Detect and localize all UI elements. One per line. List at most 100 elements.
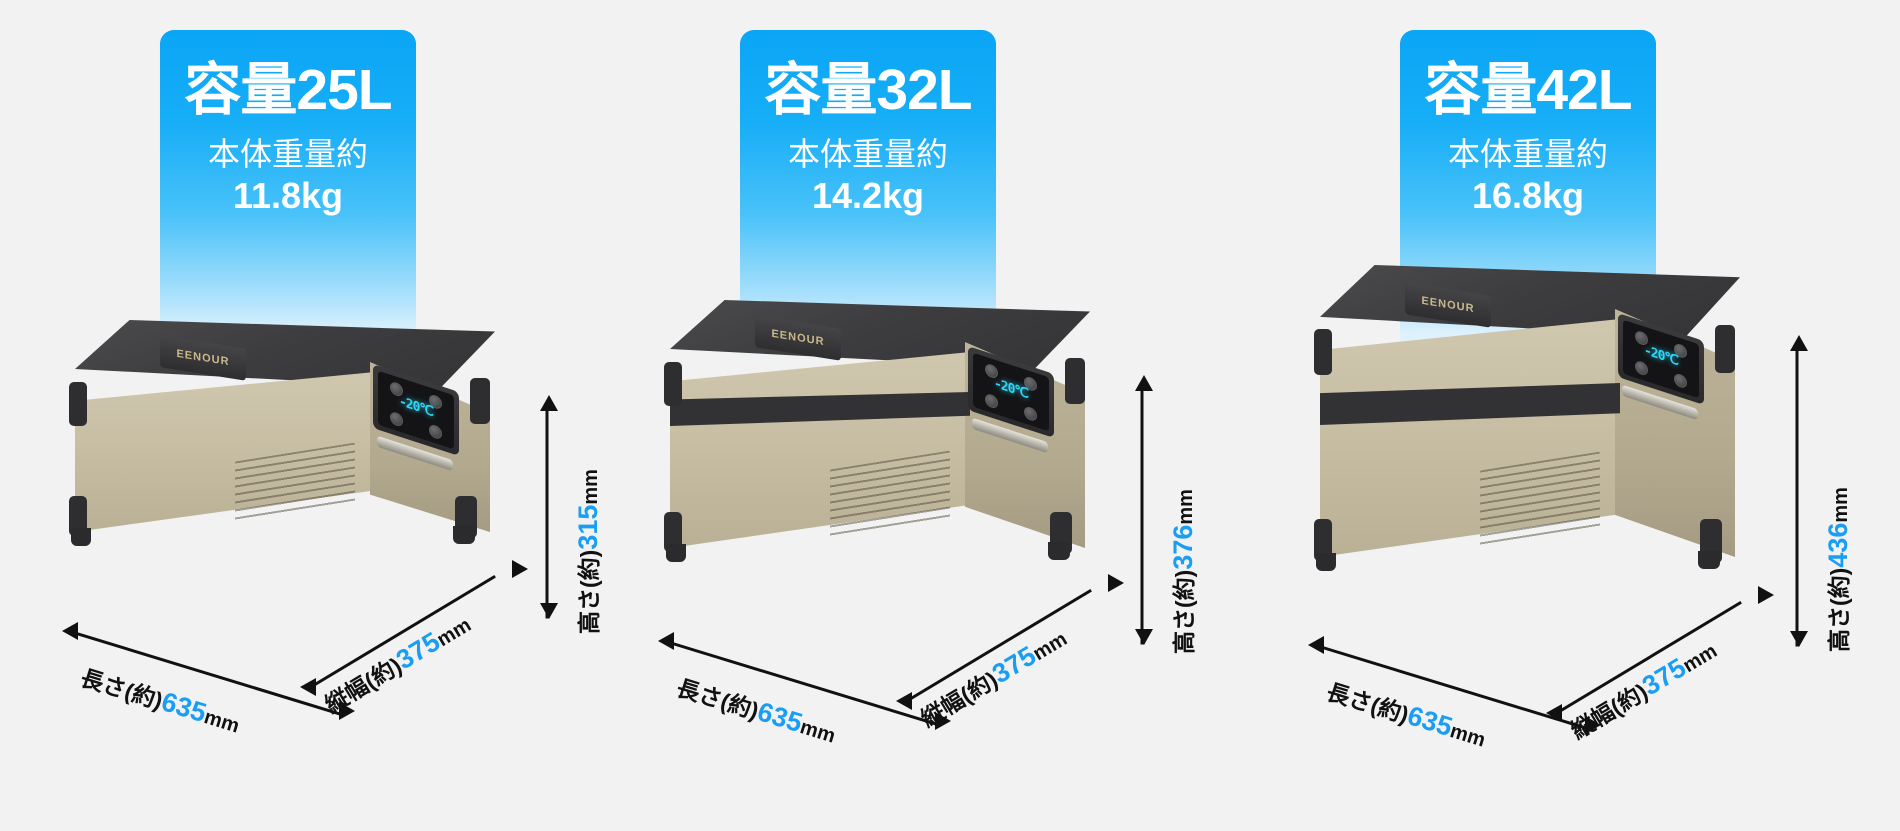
corner-bracket-right xyxy=(1065,358,1085,404)
height-arrow-line xyxy=(1140,386,1144,645)
product-card-42l: 容量42L 本体重量約 16.8kg EENOUR xyxy=(1260,0,1900,831)
panel-button-mode[interactable] xyxy=(429,423,442,441)
panel-button-power[interactable] xyxy=(985,392,998,410)
length-label: 長さ(約)635mm xyxy=(673,669,841,750)
fridge-illustration: EENOUR -20℃ xyxy=(1300,265,1760,595)
height-arrow-head-top xyxy=(1135,375,1153,391)
depth-prefix: 縦幅(約) xyxy=(320,652,407,718)
weight-value: 11.8kg xyxy=(232,174,344,216)
corner-bracket-rear-left xyxy=(1314,519,1332,561)
brand-logo: EENOUR xyxy=(176,347,230,369)
body-front-panel xyxy=(1320,319,1620,557)
depth-dimension: 縦幅(約)375mm xyxy=(1546,578,1806,744)
height-value: 315 xyxy=(573,504,603,550)
height-arrow-head-top xyxy=(1790,335,1808,351)
weight-value: 16.8kg xyxy=(1471,174,1585,216)
capacity-badge: 容量25L 本体重量約 11.8kg xyxy=(160,30,416,360)
length-dimension: 長さ(約)635mm xyxy=(658,628,958,748)
height-arrow-head-bottom xyxy=(1790,631,1808,647)
height-unit: mm xyxy=(1175,489,1197,525)
height-label: 高さ(約)436mm xyxy=(1820,487,1854,652)
capacity-text: 容量32L xyxy=(764,58,972,122)
height-prefix: 高さ(約) xyxy=(1826,567,1852,652)
height-arrow-line xyxy=(545,406,549,619)
temperature-display: -20℃ xyxy=(993,375,1029,402)
depth-label: 縦幅(約)375mm xyxy=(1563,631,1722,745)
depth-arrow-head-left xyxy=(1546,704,1562,722)
length-label: 長さ(約)635mm xyxy=(1323,673,1491,754)
height-dimension: 高さ(約)376mm xyxy=(1130,375,1210,660)
panel-button-mode[interactable] xyxy=(1024,405,1037,423)
corner-bracket-rear-left xyxy=(664,512,682,552)
capacity-text: 容量25L xyxy=(184,58,392,122)
depth-arrow-head-right xyxy=(1758,586,1774,604)
depth-dimension: 縦幅(約)375mm xyxy=(300,560,560,718)
depth-arrow-head-left xyxy=(300,678,316,696)
length-arrow-head-right xyxy=(1585,716,1601,734)
height-unit: mm xyxy=(580,469,602,505)
product-card-25l: 容量25L 本体重量約 11.8kg EENOUR xyxy=(0,0,640,831)
depth-arrow-head-right xyxy=(1108,574,1124,592)
fridge-illustration: EENOUR -20℃ xyxy=(650,300,1110,590)
length-dimension: 長さ(約)635mm xyxy=(1308,632,1608,752)
brand-logo: EENOUR xyxy=(1421,294,1475,316)
foot-left xyxy=(1316,553,1336,571)
length-prefix: 長さ(約) xyxy=(673,674,762,724)
lid xyxy=(75,320,495,388)
length-unit: mm xyxy=(201,706,242,738)
panel-button-power[interactable] xyxy=(390,410,403,428)
length-dimension: 長さ(約)635mm xyxy=(62,618,362,738)
length-arrow-head-left xyxy=(658,632,674,650)
corner-bracket-front-left xyxy=(664,362,682,406)
length-arrow-head-left xyxy=(62,622,78,640)
lid xyxy=(670,300,1090,368)
corner-bracket-right xyxy=(470,378,490,424)
product-card-32l: 容量32L 本体重量約 14.2kg EENOUR xyxy=(640,0,1260,831)
length-arrow-head-right xyxy=(935,712,951,730)
height-dimension: 高さ(約)315mm xyxy=(535,395,615,635)
depth-arrow-head-left xyxy=(896,692,912,710)
length-label: 長さ(約)635mm xyxy=(77,659,245,740)
fridge-illustration: EENOUR -20℃ xyxy=(55,320,515,580)
temperature-display: -20℃ xyxy=(1643,342,1679,369)
height-label: 高さ(約)376mm xyxy=(1165,489,1199,654)
depth-dimension: 縦幅(約)375mm xyxy=(896,570,1156,732)
length-prefix: 長さ(約) xyxy=(1323,678,1412,728)
length-unit: mm xyxy=(797,716,838,748)
weight-label: 本体重量約 xyxy=(1447,135,1608,172)
brand-logo: EENOUR xyxy=(771,327,825,349)
length-unit: mm xyxy=(1447,720,1488,752)
foot-right xyxy=(1048,542,1070,560)
corner-bracket-right xyxy=(1715,325,1735,373)
height-value: 376 xyxy=(1168,524,1198,570)
panel-button-mode[interactable] xyxy=(1674,372,1687,390)
height-unit: mm xyxy=(1830,487,1852,523)
height-dimension: 高さ(約)436mm xyxy=(1785,335,1865,665)
height-prefix: 高さ(約) xyxy=(1171,569,1197,654)
depth-prefix: 縦幅(約) xyxy=(1566,678,1653,744)
foot-left xyxy=(666,544,686,562)
temperature-display: -20℃ xyxy=(398,393,434,420)
height-label: 高さ(約)315mm xyxy=(570,469,604,634)
length-arrow-head-right xyxy=(339,702,355,720)
panel-button-power[interactable] xyxy=(1635,359,1648,377)
corner-bracket-front-left xyxy=(69,382,87,426)
weight-label: 本体重量約 xyxy=(787,135,948,172)
weight-value: 14.2kg xyxy=(811,174,925,216)
height-arrow-line xyxy=(1795,346,1799,647)
corner-bracket-rear-left xyxy=(69,496,87,536)
height-arrow-head-bottom xyxy=(540,603,558,619)
height-arrow-head-bottom xyxy=(1135,629,1153,645)
height-arrow-head-top xyxy=(540,395,558,411)
capacity-text: 容量42L xyxy=(1424,58,1632,122)
corner-bracket-front-left xyxy=(1314,329,1332,375)
height-prefix: 高さ(約) xyxy=(576,549,602,634)
foot-right xyxy=(1698,551,1720,569)
weight-label: 本体重量約 xyxy=(207,135,368,172)
foot-left xyxy=(71,528,91,546)
lid xyxy=(1320,265,1740,337)
height-value: 436 xyxy=(1823,522,1853,568)
foot-right xyxy=(453,526,475,544)
depth-label: 縦幅(約)375mm xyxy=(913,619,1072,733)
